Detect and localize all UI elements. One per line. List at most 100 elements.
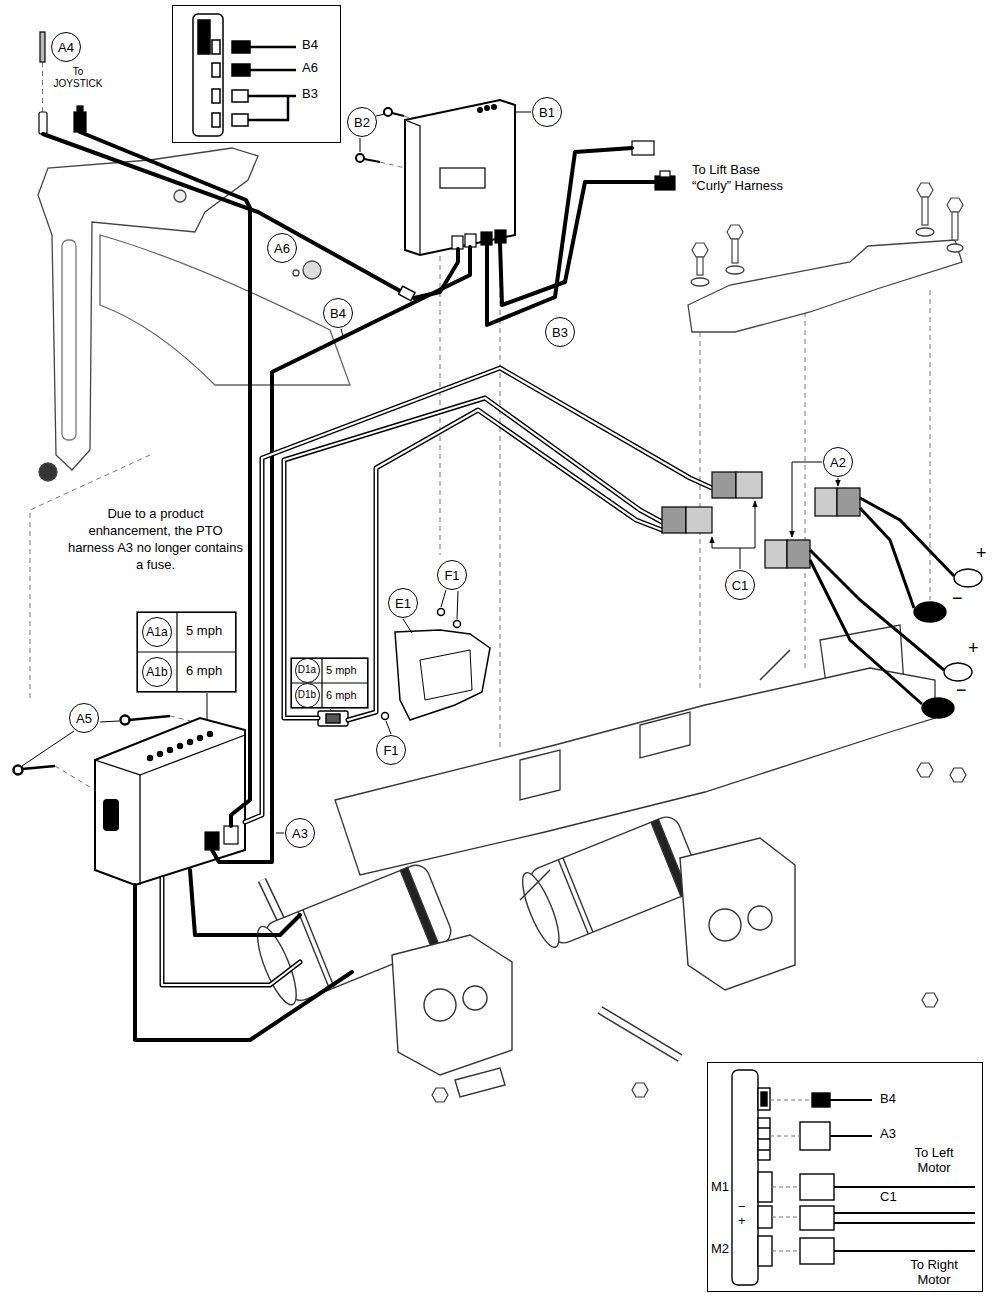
inset-module <box>232 64 250 76</box>
dashed-guide <box>770 1136 800 1137</box>
dashed-guide <box>404 116 410 118</box>
dashed-guide <box>55 766 95 790</box>
leader-line <box>22 112 838 833</box>
callout-circle: A1b <box>142 657 172 687</box>
callout-number: A6 <box>274 242 290 255</box>
dashed-guide <box>770 1100 812 1251</box>
b1-module <box>465 234 476 247</box>
mounting-plate <box>691 278 709 286</box>
a1-controller <box>140 735 245 775</box>
nut <box>950 768 966 782</box>
inset-module <box>800 1238 834 1264</box>
motor <box>748 906 772 930</box>
note-text: Due to a product enhancement, the PTO ha… <box>68 505 243 573</box>
dashed-guide <box>772 1187 800 1188</box>
callout-number: F1 <box>444 569 459 582</box>
polarity-sign: − <box>956 680 967 701</box>
callout-circle: E1 <box>388 588 418 618</box>
a1-controller <box>95 718 245 885</box>
motor <box>298 910 334 990</box>
callout-number: C1 <box>732 579 749 592</box>
callout-circle: A3 <box>285 818 315 848</box>
leader-line <box>376 114 385 116</box>
inset-wire <box>834 1186 975 1188</box>
inset-module <box>758 1236 772 1266</box>
b1-module <box>492 105 496 109</box>
leader-line <box>100 721 119 722</box>
inset-module <box>193 14 250 136</box>
callout-number: A1a <box>146 626 167 638</box>
inset-wire <box>834 1212 975 1214</box>
motor <box>680 838 795 990</box>
dashed-guide <box>770 1100 812 1101</box>
polarity-sign: − <box>952 588 963 609</box>
e1-cover <box>395 630 490 720</box>
seat-bracket <box>38 148 258 470</box>
battery-connector <box>787 540 810 568</box>
inset-module <box>707 1062 983 1292</box>
motor <box>250 813 795 1097</box>
bolt <box>732 239 738 263</box>
a1-controller <box>178 744 182 748</box>
b1-module <box>495 230 506 243</box>
inset-wire <box>834 1250 975 1252</box>
leader-line <box>457 591 458 619</box>
table-grid <box>137 612 368 708</box>
callout-number: A5 <box>76 712 92 725</box>
inset-module <box>232 114 248 126</box>
battery-terminal <box>954 569 982 587</box>
connector-label: A3 <box>880 1127 896 1142</box>
callout-circle: D1b <box>295 683 320 708</box>
leader-line <box>341 329 343 336</box>
seat-bracket <box>62 240 76 440</box>
a1-controller <box>224 826 238 844</box>
battery-connector <box>662 472 860 568</box>
bolt <box>952 212 958 240</box>
spring <box>520 650 790 900</box>
wire-harness <box>43 132 712 1040</box>
chassis-frame <box>600 1010 680 1058</box>
battery-connector <box>765 540 787 568</box>
wire-harness <box>212 247 470 862</box>
callout-circle: A6 <box>267 233 297 263</box>
d1-switch <box>318 711 348 726</box>
dashed-guide <box>772 1251 800 1252</box>
bolt <box>692 183 963 275</box>
inset-module <box>212 63 220 77</box>
leader-line <box>276 833 284 834</box>
inset-wire <box>830 1099 872 1101</box>
wire-harness <box>245 368 712 822</box>
callout-number: B4 <box>330 307 346 320</box>
screw <box>392 113 404 116</box>
table-grid <box>137 612 236 692</box>
screw <box>364 159 380 162</box>
table-grid <box>291 658 368 708</box>
battery-connector <box>686 507 712 533</box>
a1-controller <box>205 832 219 850</box>
table-grid <box>137 612 236 692</box>
a1-controller <box>95 760 140 885</box>
speed-table: 5 mph6 mphA1aA1b <box>137 612 236 692</box>
bolt <box>922 197 928 225</box>
battery-connector <box>815 488 837 516</box>
callout-circle: B2 <box>347 107 377 137</box>
inset-wire <box>830 1135 872 1137</box>
seat-bracket <box>39 463 57 481</box>
screw <box>382 713 389 720</box>
callout-number: A2 <box>830 456 846 469</box>
polarity-sign: + <box>968 638 979 659</box>
lift-plug <box>632 141 654 155</box>
screw <box>121 716 130 725</box>
a1-controller <box>148 756 152 760</box>
inset-frame: B4A6B3 <box>172 5 341 143</box>
inset-module <box>732 1070 758 1285</box>
screw <box>384 108 392 116</box>
d1-switch <box>326 714 340 723</box>
leader-line <box>441 590 446 607</box>
wire-harness <box>162 878 300 985</box>
nut <box>432 1088 448 1102</box>
callout-number: A3 <box>292 827 308 840</box>
callout-circle: A5 <box>69 703 99 733</box>
a1-controller <box>188 740 192 744</box>
